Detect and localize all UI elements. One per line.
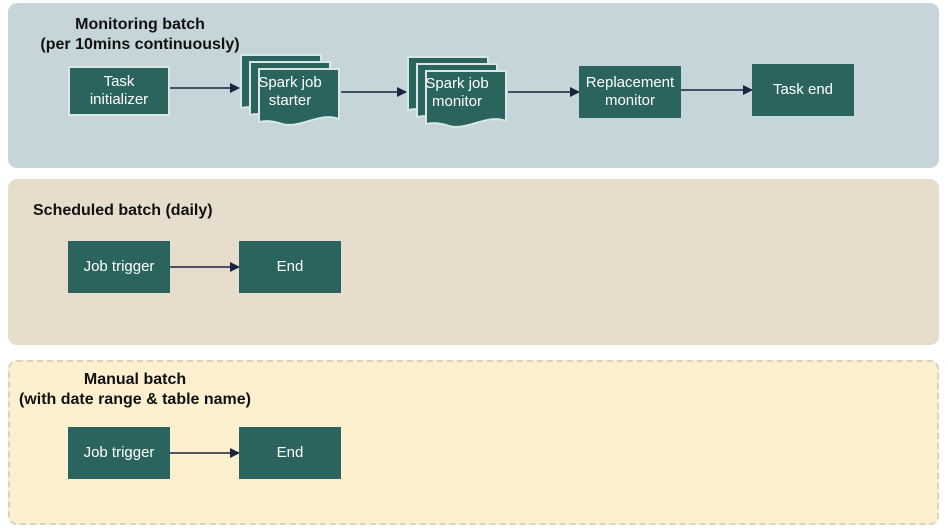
scheduled-end-label: End	[276, 258, 304, 275]
scheduled-batch-title: Scheduled batch (daily)	[33, 202, 213, 219]
replacement-monitor-label-line2: monitor	[604, 92, 655, 109]
manual-job-trigger-node[interactable]: Job trigger	[68, 427, 170, 479]
manual-batch-title-line1: Manual batch	[83, 371, 187, 388]
manual-batch-title: Manual batch (with date range & table na…	[3, 370, 267, 410]
spark-job-monitor-label-line1: Spark job	[425, 75, 489, 92]
replacement-monitor-node[interactable]: Replacement monitor	[579, 66, 681, 118]
scheduled-end-node[interactable]: End	[239, 241, 341, 293]
manual-batch-title-line2: (with date range & table name)	[18, 391, 252, 408]
scheduled-job-trigger-label: Job trigger	[83, 258, 155, 275]
spark-job-monitor-node[interactable]	[406, 55, 510, 131]
scheduled-job-trigger-node[interactable]: Job trigger	[68, 241, 170, 293]
manual-end-node[interactable]: End	[239, 427, 341, 479]
spark-job-starter-label: Spark job starter	[250, 74, 330, 110]
spark-job-monitor-label-line2: monitor	[431, 93, 483, 110]
spark-job-monitor-label: Spark job monitor	[417, 75, 497, 111]
task-end-label: Task end	[772, 81, 834, 98]
task-initializer-label-line2: initializer	[89, 91, 149, 108]
monitoring-batch-title-line1: Monitoring batch	[75, 16, 205, 33]
manual-job-trigger-label: Job trigger	[83, 444, 155, 461]
spark-job-starter-label-line2: starter	[268, 92, 312, 109]
manual-end-label: End	[276, 444, 304, 461]
task-end-node[interactable]: Task end	[752, 64, 854, 116]
task-initializer-label-line1: Task	[103, 73, 135, 90]
monitoring-batch-title-line2: (per 10mins continuously)	[40, 36, 240, 53]
monitoring-batch-title: Monitoring batch (per 10mins continuousl…	[20, 15, 260, 55]
spark-job-starter-node[interactable]	[239, 53, 343, 129]
replacement-monitor-label-line1: Replacement	[585, 74, 675, 91]
spark-job-starter-label-line1: Spark job	[258, 74, 322, 91]
task-initializer-node[interactable]: Task initializer	[68, 66, 170, 116]
